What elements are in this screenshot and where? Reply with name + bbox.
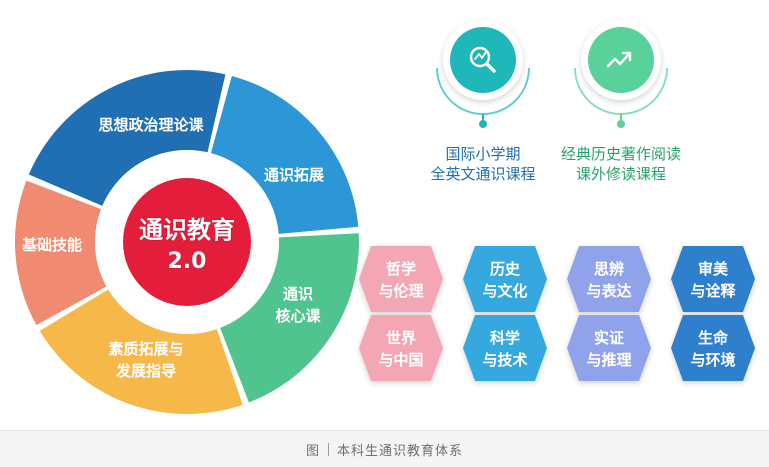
module-hexagon [359,246,443,312]
figure-caption: 图 本科生通识教育体系 [0,430,769,467]
module-label: 与中国 [378,351,423,369]
module-label: 与技术 [482,351,527,369]
program-1 [436,20,530,128]
program-label-2: 经典历史著作阅读课外修读课程 [541,144,701,184]
program-dot [479,120,487,128]
center-version: 2.0 [168,249,207,274]
wheel-segment-label: 基础技能 [21,236,82,254]
program-label-line: 经典历史著作阅读 [560,145,681,163]
module-label: 与文化 [482,282,527,300]
module-label: 生命 [698,329,729,347]
caption-prefix: 图 [305,443,320,459]
wheel-segment-label: 核心课 [275,307,321,325]
module-label: 思辨 [594,260,624,278]
module-label: 与推理 [586,351,631,369]
caption-text: 本科生通识教育体系 [337,443,464,459]
module-label: 审美 [698,260,729,278]
wheel-segment-4 [39,289,243,414]
center-circle [123,178,251,306]
program-label-line: 课外修读课程 [575,165,666,183]
module-label: 与伦理 [378,282,423,300]
wheel-segment-1 [28,70,226,206]
program-label-line: 全英文通识课程 [430,165,536,183]
trend-line-icon [606,51,632,68]
wheel-segment-label: 发展指导 [115,362,176,380]
module-label: 与环境 [690,351,735,369]
module-label: 世界 [386,329,416,347]
program-disc [450,27,516,93]
module-label: 与表达 [586,282,631,300]
program-label-line: 国际小学期 [445,145,521,163]
module-hexagon [567,315,651,381]
wheel-segment-label: 思想政治理论课 [98,116,204,134]
caption-separator [328,442,329,456]
wheel-segment-2 [210,75,359,234]
program-2 [574,20,668,128]
module-label: 哲学 [386,260,416,278]
module-label: 科学 [490,329,520,347]
program-circles [436,20,668,128]
module-label: 实证 [594,329,624,347]
module-hexagon [671,246,755,312]
program-label-1: 国际小学期全英文通识课程 [403,144,563,184]
module-hexagon [463,246,547,312]
magnifier-chart-icon [469,46,496,73]
module-hexagon [359,315,443,381]
wheel-segment-label: 通识拓展 [264,166,324,184]
module-label: 与诠释 [690,282,736,300]
wheel-segment-3 [220,233,359,403]
center-title: 通识教育 [139,216,235,244]
module-hexagon [463,315,547,381]
program-dot [617,120,625,128]
wheel-segment-5 [14,180,107,326]
module-label: 历史 [490,260,521,278]
wheel-segment-label: 通识 [283,285,313,303]
module-hexagon [671,315,755,381]
module-hexagon [567,246,651,312]
wheel-segment-label: 素质拓展与 [108,340,183,358]
program-disc [588,27,654,93]
